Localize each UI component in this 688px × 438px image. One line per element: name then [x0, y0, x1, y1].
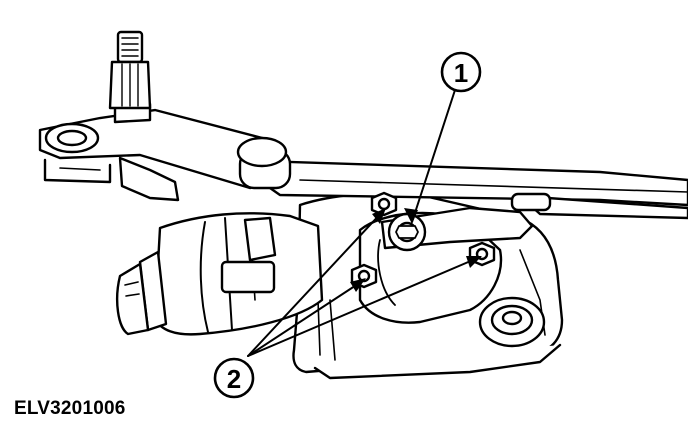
mounting-bolt	[370, 191, 398, 217]
figure-reference-code: ELV3201006	[14, 398, 126, 419]
linkage-rod	[228, 158, 688, 220]
callout-1: 1	[440, 51, 482, 93]
callout-1-label: 1	[454, 58, 468, 88]
drive-crank-arm	[380, 206, 534, 252]
leader-lines	[247, 89, 481, 357]
rubber-mount-grommet	[478, 296, 546, 348]
leader-arrowheads	[350, 208, 482, 292]
wiper-motor	[115, 212, 324, 336]
callout-2: 2	[213, 357, 255, 399]
linkage-ball-joint	[236, 136, 292, 190]
callout-2-label: 2	[227, 364, 241, 394]
pivot-spindle	[108, 30, 152, 110]
pivot-arm	[38, 92, 287, 202]
